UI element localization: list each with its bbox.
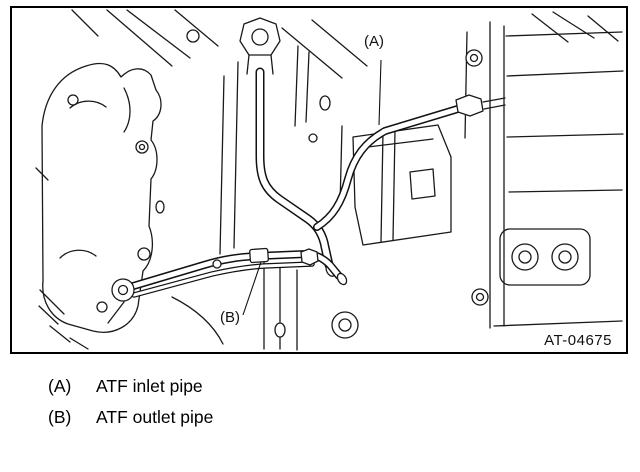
engine-background — [35, 9, 624, 351]
callout-a-leader — [378, 59, 382, 126]
legend-label-a: ATF inlet pipe — [96, 376, 203, 396]
legend-key-a: (A) — [48, 376, 72, 396]
legend-item-b: (B) ATF outlet pipe — [48, 407, 213, 429]
callout-b-leader — [242, 261, 262, 316]
engine-line-art — [35, 9, 624, 351]
legend-label-b: ATF outlet pipe — [96, 406, 214, 427]
atf-inlet-pipe-drawing — [313, 59, 506, 231]
callout-a-label: (A) — [364, 33, 384, 50]
pipe-mount-and-riser — [239, 17, 337, 277]
figure-code: AT-04675 — [544, 332, 612, 349]
callout-b-label: (B) — [220, 309, 240, 326]
legend-item-a: (A) ATF inlet pipe — [48, 376, 213, 398]
figure-legend: (A) ATF inlet pipe (B) ATF outlet pipe — [48, 376, 213, 429]
legend-key-b: (B) — [48, 406, 72, 427]
atf-outlet-pipe-drawing — [111, 247, 348, 316]
figure-frame: (A) (B) AT-04675 — [10, 6, 628, 354]
